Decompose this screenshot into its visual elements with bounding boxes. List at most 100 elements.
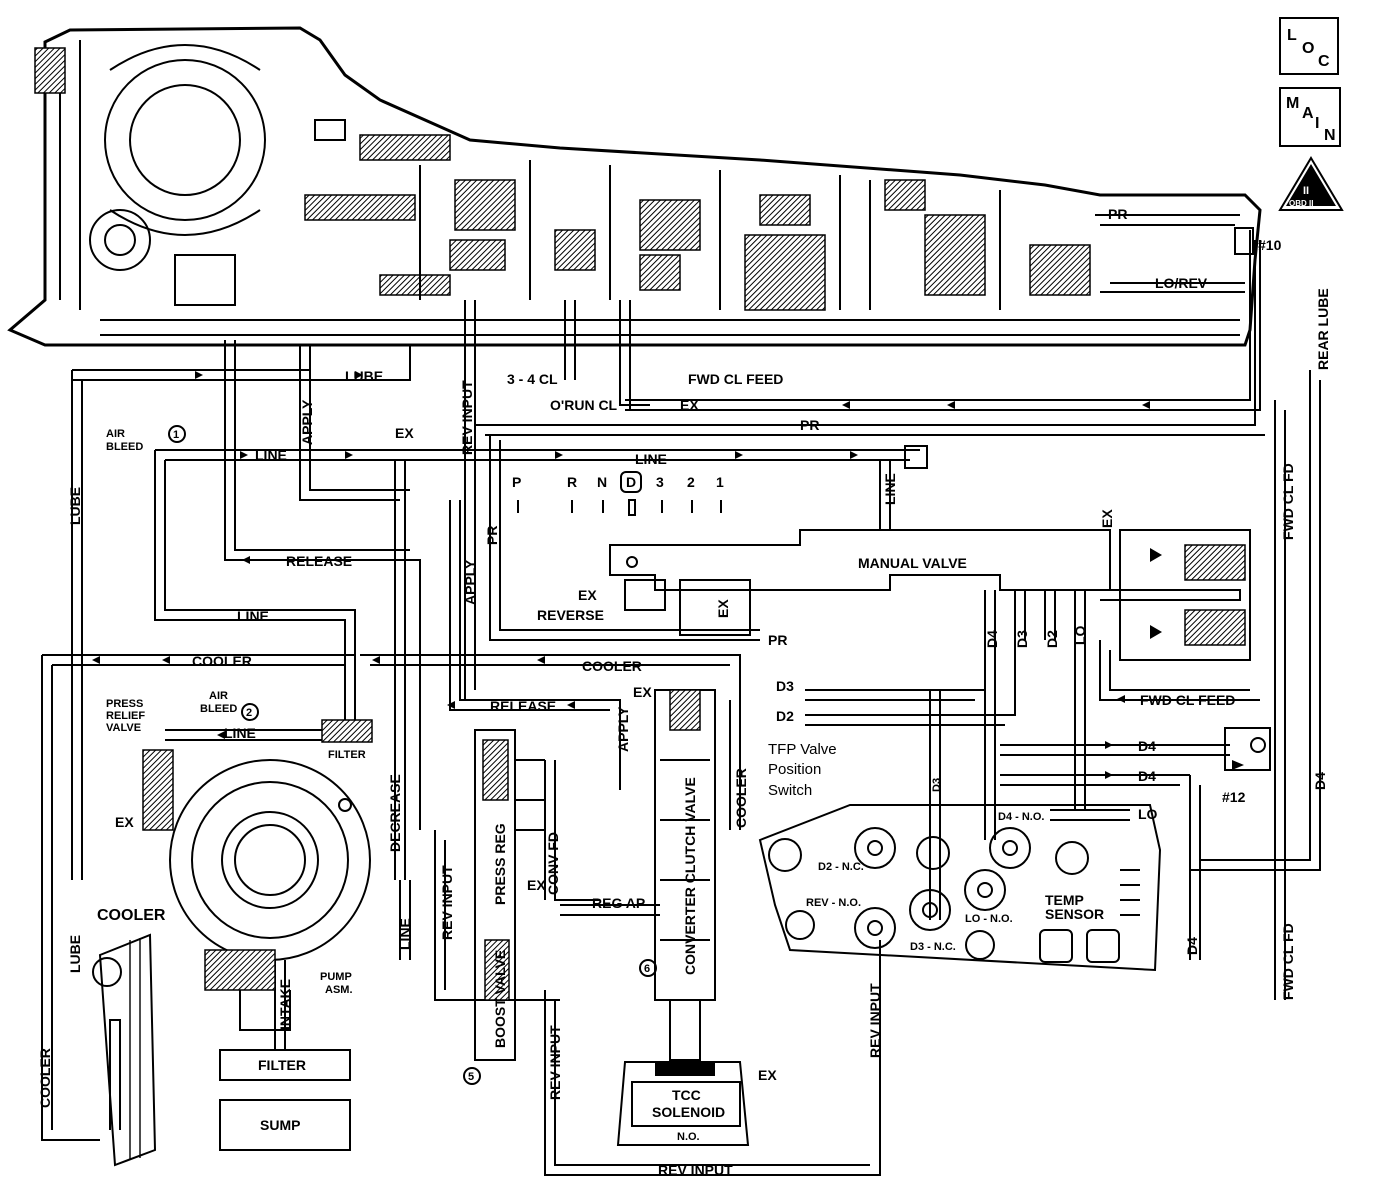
orifice-2 [241, 703, 259, 721]
gear-position-2: 2 [687, 474, 695, 513]
gear-selector: P R N D 3 2 1 [512, 471, 724, 516]
label-converter-clutch-valve: CONVERTER CLUTCH VALVE [682, 777, 698, 975]
press-relief-valve [142, 749, 174, 831]
gear-position-1: 1 [716, 474, 724, 513]
planetary-gearset-2 [924, 214, 986, 296]
label-cooler-2: COOLER [582, 658, 642, 674]
label-ex-tcc2: EX [758, 1067, 777, 1083]
label-line-3: LINE [224, 725, 256, 741]
label-press-reg: PRESS REG [492, 823, 508, 905]
label-ex-tcc: EX [633, 684, 652, 700]
lo-rev-spring [1029, 244, 1091, 296]
pump-spring [204, 949, 276, 991]
label-apply-v: APPLY [299, 399, 315, 445]
svg-text:BLEED: BLEED [106, 441, 143, 453]
label-lo-h: LO [1138, 806, 1158, 822]
gear-position-p: P [512, 474, 521, 513]
tfp-switch-plate [758, 804, 1162, 972]
pump-assembly [142, 719, 373, 1031]
spring-3-4 [554, 229, 596, 271]
label-orifice-2: 2 [246, 707, 252, 719]
label-rev-input-v2: REV INPUT [547, 1025, 563, 1100]
label-rev-input-bottom: REV INPUT [658, 1162, 733, 1178]
svg-text:D: D [626, 474, 636, 490]
label-d3-h: D3 [776, 678, 794, 694]
sump-box [219, 1099, 351, 1151]
bolt-5 [1055, 841, 1089, 875]
label-orifice-1: 1 [173, 429, 179, 441]
svg-text:OBD II: OBD II [1289, 199, 1313, 208]
bolt-3 [916, 836, 950, 870]
svg-text:O: O [1302, 40, 1314, 57]
main-badge: M A I N [1279, 87, 1341, 147]
label-orifice-6: 6 [644, 963, 650, 975]
label-air-bleed-mid: AIR [209, 690, 228, 702]
d4-pressure-switch [989, 827, 1031, 869]
transmission-case [7, 26, 1262, 347]
input-shaft [34, 47, 66, 94]
label-cooler: COOLER [97, 907, 166, 924]
label-rev-input-v3: REV INPUT [867, 983, 883, 1058]
label-3-4-cl: 3 - 4 CL [507, 371, 558, 387]
label-temp-sensor: TEMP [1045, 892, 1084, 908]
band-servo [304, 194, 416, 221]
gear-position-d-selected: D [620, 471, 642, 516]
svg-text:1: 1 [716, 474, 724, 490]
label-rev-no: REV - N.O. [806, 897, 861, 909]
label-rear-lube: REAR LUBE [1315, 288, 1331, 370]
label-d2-v: D2 [1044, 630, 1060, 648]
label-fwd-cl-fd-right: FWD CL FD [1280, 463, 1296, 540]
svg-text:3: 3 [656, 474, 664, 490]
label-d4-h2: D4 [1138, 768, 1156, 784]
svg-text:RELIEF: RELIEF [106, 710, 145, 722]
gear-position-r: R [567, 474, 577, 513]
label-lo-rev: LO/REV [1155, 275, 1208, 291]
label-cooler-v-left: COOLER [37, 1048, 53, 1108]
label-cooler-v-right: COOLER [733, 768, 749, 828]
cooler-unit [92, 933, 157, 1167]
label-ex-reverse: EX [578, 587, 597, 603]
rev-pressure-switch [854, 907, 896, 949]
check-ball-12 [1224, 727, 1271, 771]
label-release-1: RELEASE [286, 553, 352, 569]
svg-text:Position: Position [768, 761, 821, 778]
label-orun-cl: O'RUN CL [550, 397, 618, 413]
svg-text:SOLENOID: SOLENOID [652, 1104, 725, 1120]
clutch-pack-1 [454, 179, 516, 231]
label-filter-box: FILTER [258, 1057, 306, 1073]
label-pr-mid: PR [800, 417, 819, 433]
label-d2-nc: D2 - N.C. [818, 861, 864, 873]
label-fwd-cl-feed-top: FWD CL FEED [688, 371, 783, 387]
pump-drive [89, 209, 151, 271]
d2-pressure-switch [854, 827, 896, 869]
label-line-top: LINE [635, 451, 667, 467]
label-ex-pump: EX [115, 814, 134, 830]
lo-pressure-switch [964, 869, 1006, 911]
label-reverse: REVERSE [537, 607, 604, 623]
label-tfp-switch: TFP Valve [768, 741, 837, 758]
label-d4-no: D4 - N.O. [998, 811, 1044, 823]
svg-text:C: C [1318, 53, 1330, 70]
label-d3-small: D3 [931, 778, 943, 792]
label-cooler-1: COOLER [192, 653, 252, 669]
label-rev-input-v: REV INPUT [439, 865, 455, 940]
label-intake: INTAKE [277, 979, 293, 1030]
svg-text:I: I [1315, 115, 1319, 132]
label-apply-v2: APPLY [462, 559, 478, 605]
svg-text:R: R [567, 474, 577, 490]
filter-element [321, 719, 373, 743]
svg-text:M: M [1286, 95, 1299, 112]
svg-text:N: N [1324, 127, 1336, 144]
label-lo-v: LO [1072, 625, 1088, 645]
label-filter-small: FILTER [328, 749, 366, 761]
label-ex-press: EX [527, 877, 546, 893]
label-lube-h: LUBE [345, 368, 383, 384]
label-check-12: #12 [1222, 789, 1246, 805]
svg-text:BLEED: BLEED [200, 703, 237, 715]
label-reg-ap: REG AP [592, 895, 645, 911]
label-pr-v: PR [484, 526, 500, 545]
svg-text:ASM.: ASM. [325, 984, 353, 996]
label-decrease: DECREASE [387, 774, 403, 852]
label-pr-low: PR [768, 632, 787, 648]
